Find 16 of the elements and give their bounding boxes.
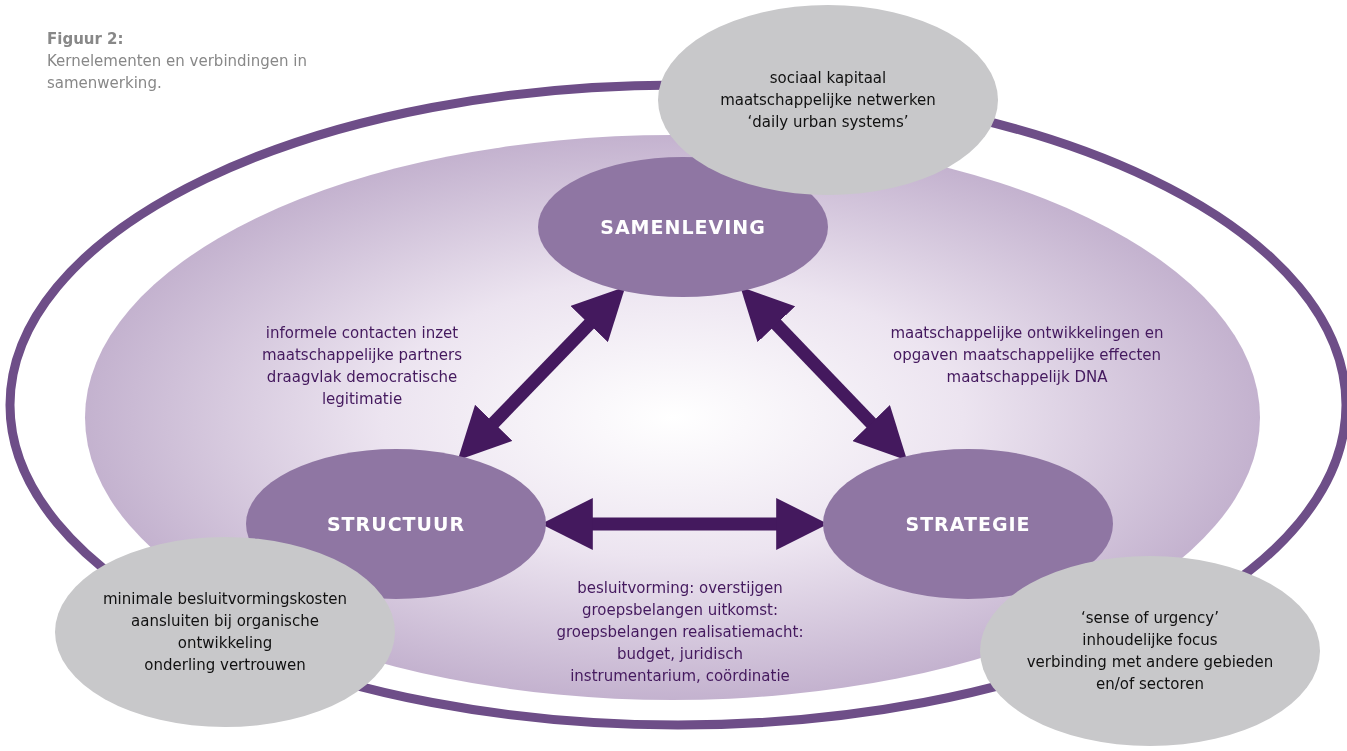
node-label: inhoudelijke focus xyxy=(1082,630,1218,651)
edge-label: besluitvorming: overstijgen groepsbelangen uitkomst: groepsbelangen realisatiemacht: budget, juridisch instrumentarium, coördinatie xyxy=(555,578,805,687)
node-label: ‘daily urban systems’ xyxy=(747,112,909,133)
edge-label: maatschappelijke ontwikkelingen en opgaven maatschappelijke effecten maatschappelijk DNA xyxy=(889,323,1165,388)
figure-number: Figuur 2: xyxy=(47,29,124,50)
edge-label: informele contacten inzet maatschappelijke partners draagvlak democratische legitimatie xyxy=(260,323,463,410)
node-label: ‘sense of urgency’ xyxy=(1081,608,1219,629)
node-label: SAMENLEVING xyxy=(600,216,766,238)
node-label: onderling vertrouwen xyxy=(144,655,306,676)
node-label: sociaal kapitaal xyxy=(769,68,887,89)
node-label: maatschappelijke netwerken xyxy=(720,90,936,111)
node-label: minimale besluitvormingskosten xyxy=(102,589,348,610)
node-label: STRUCTUUR xyxy=(326,513,466,535)
node-label: STRATEGIE xyxy=(905,513,1031,535)
figure-caption: Kernelementen en verbindingen in samenwerking. xyxy=(47,51,308,94)
node-label: verbinding met andere gebieden en/of sectoren xyxy=(1025,652,1275,695)
